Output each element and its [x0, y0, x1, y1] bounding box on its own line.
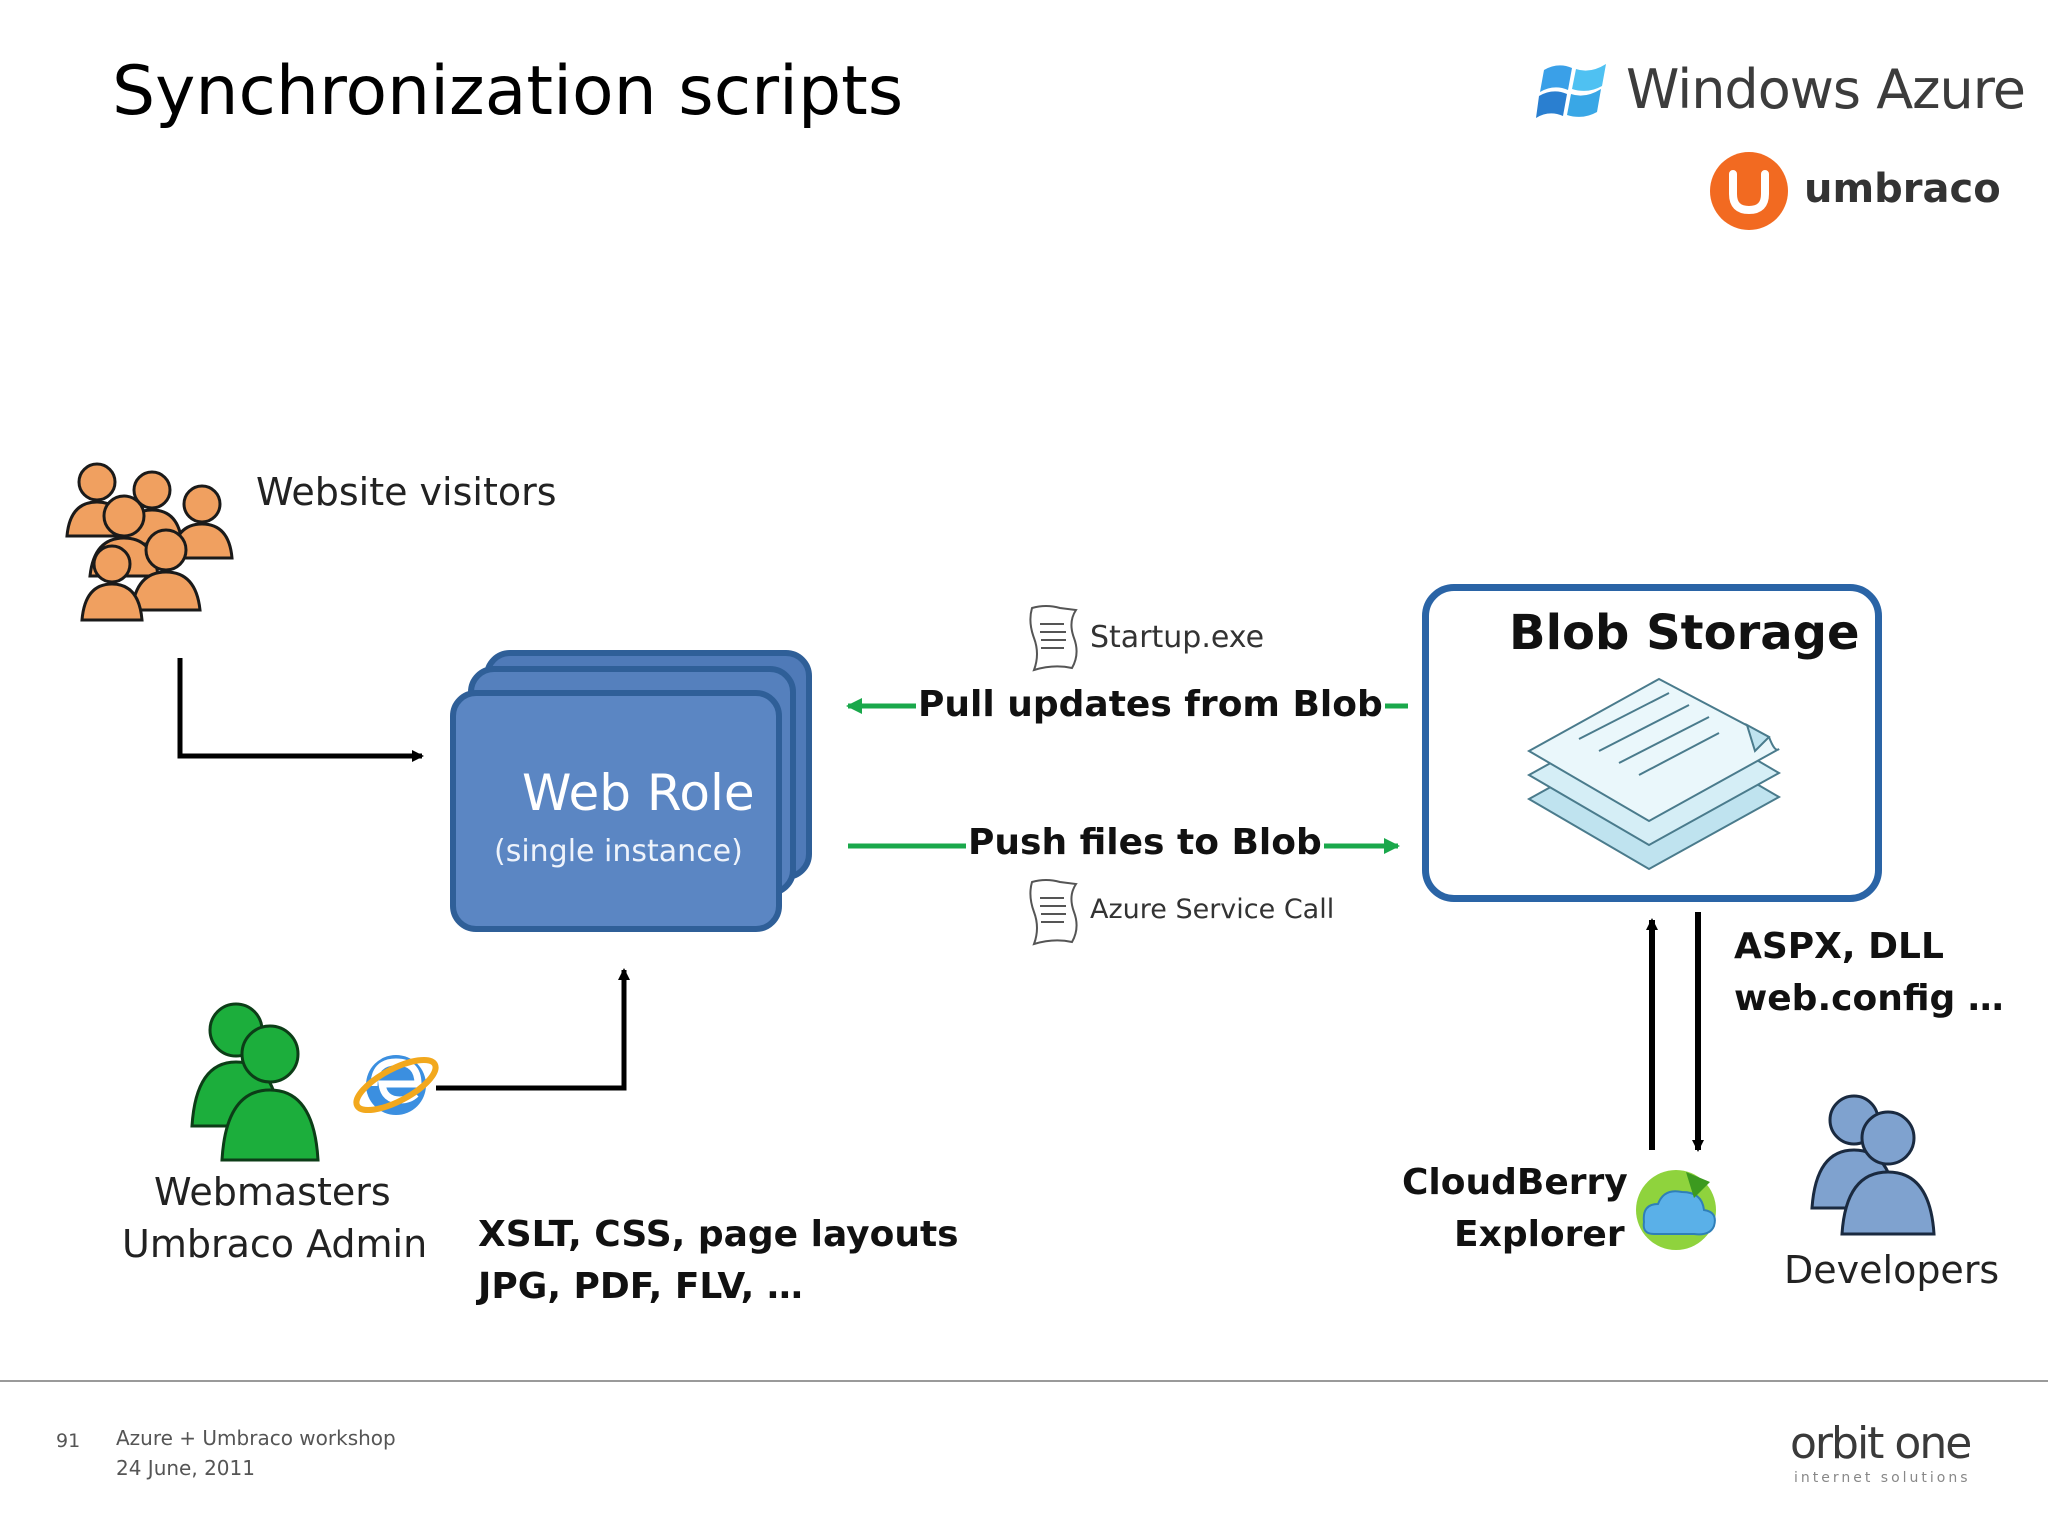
- service-call-label: Azure Service Call: [1090, 894, 1335, 925]
- windows-azure-wordmark: Windows Azure: [1626, 58, 2026, 121]
- visitors-to-webrole-arrow: [177, 658, 424, 762]
- web-role-subtitle: (single instance): [494, 834, 743, 869]
- push-label: Push files to Blob: [966, 822, 1324, 863]
- website-visitors-icon: [65, 462, 234, 622]
- developers-label: Developers: [1784, 1248, 2000, 1292]
- slide-title: Synchronization scripts: [112, 52, 904, 131]
- umbraco-wordmark: umbraco: [1804, 166, 2001, 212]
- umbraco-logo: umbraco: [1708, 150, 2008, 234]
- explorer-label: Explorer: [1454, 1214, 1625, 1255]
- footer-divider: [0, 1380, 2048, 1382]
- web-role-card: Web Role (single instance): [450, 690, 782, 932]
- webmasters-icon: [190, 1002, 320, 1162]
- cloudberry-explorer-icon: [1636, 1170, 1716, 1250]
- orbit-one-tagline: internet solutions: [1794, 1470, 1971, 1486]
- orbit-one-wordmark: orbit one: [1790, 1418, 1972, 1469]
- service-call-file-icon: [1029, 879, 1078, 946]
- startup-file-label: Startup.exe: [1090, 620, 1265, 655]
- website-visitors-label: Website visitors: [256, 470, 557, 514]
- windows-azure-logo: Windows Azure: [1536, 52, 2026, 132]
- footer-workshop: Azure + Umbraco workshop: [116, 1426, 396, 1450]
- umbraco-u-icon: [1710, 152, 1788, 230]
- assets-line-2: JPG, PDF, FLV, …: [478, 1266, 803, 1307]
- footer-date: 24 June, 2011: [116, 1456, 255, 1480]
- webmasters-label: Webmasters: [154, 1170, 391, 1214]
- page-number: 91: [56, 1430, 81, 1452]
- blob-storage-title: Blob Storage: [1509, 605, 1860, 661]
- windows-flag-icon: [1536, 64, 1606, 118]
- aspx-dll-label: ASPX, DLL: [1734, 926, 1944, 967]
- startup-file-icon: [1029, 605, 1078, 672]
- webmasters-to-webrole-arrow: [436, 968, 630, 1091]
- pull-label: Pull updates from Blob: [916, 684, 1385, 725]
- blob-storage-box: Blob Storage: [1422, 584, 1882, 902]
- developers-icon: [1810, 1094, 1936, 1236]
- assets-line-1: XSLT, CSS, page layouts: [478, 1214, 959, 1255]
- umbraco-admin-label: Umbraco Admin: [122, 1222, 428, 1266]
- internet-explorer-icon: [353, 1055, 439, 1115]
- cloudberry-label: CloudBerry: [1402, 1162, 1628, 1203]
- web-config-label: web.config …: [1734, 978, 2004, 1019]
- web-role-title: Web Role: [522, 764, 755, 822]
- blob-documents-icon: [1526, 677, 1782, 871]
- orbit-one-logo: orbit one internet solutions: [1790, 1418, 2010, 1498]
